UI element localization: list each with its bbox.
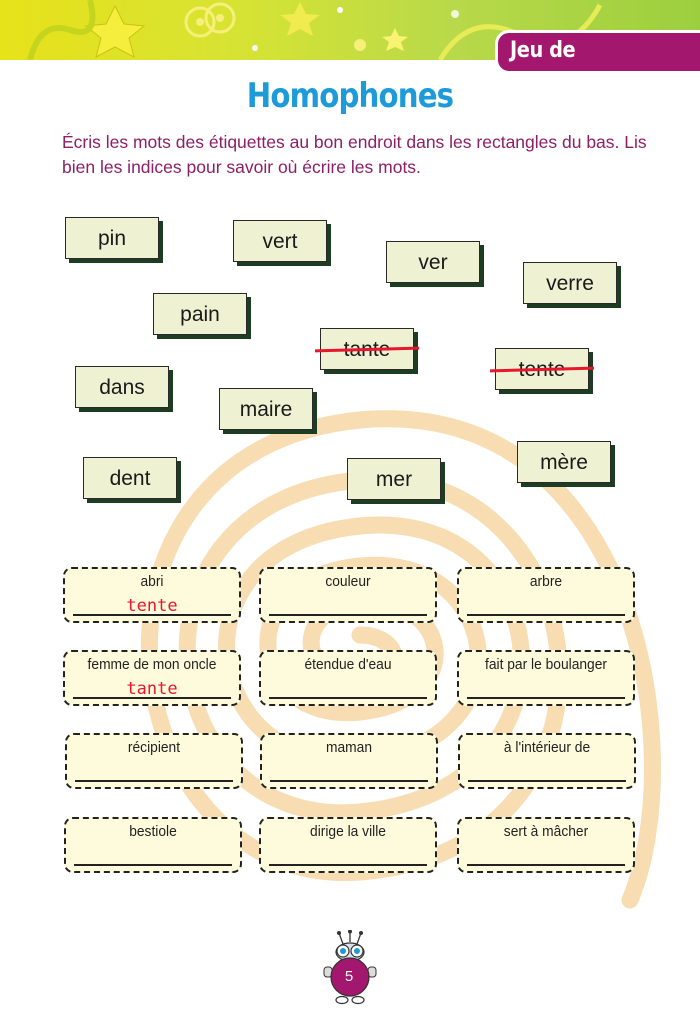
word-tag[interactable]: verre xyxy=(523,262,617,304)
answer-box[interactable]: arbre xyxy=(457,567,635,623)
word-tag[interactable]: maire xyxy=(219,388,313,430)
page-title: Homophones xyxy=(0,76,700,116)
word-tag-label: pain xyxy=(180,303,220,326)
answer-box-answer: tente xyxy=(126,596,178,616)
word-tag[interactable]: vert xyxy=(233,220,327,262)
answer-box[interactable]: couleur xyxy=(259,567,437,623)
word-tag[interactable]: ver xyxy=(386,241,480,283)
answer-line xyxy=(467,697,625,699)
answer-line xyxy=(467,864,625,866)
word-tag-label: maire xyxy=(239,398,293,421)
word-tag-label: dent xyxy=(109,467,151,490)
word-tag-label: verre xyxy=(546,272,594,295)
answer-box[interactable]: étendue d'eau xyxy=(259,650,437,706)
answer-box-clue: fait par le boulanger xyxy=(485,656,607,673)
answer-box[interactable]: bestiole xyxy=(64,817,242,873)
answer-box[interactable]: abri tente xyxy=(63,567,241,623)
section-tab-label: Jeu de Français xyxy=(510,38,598,97)
answer-line xyxy=(269,697,427,699)
answer-box-clue: maman xyxy=(325,739,373,756)
page-number: 5 xyxy=(344,968,354,985)
answer-box-clue: sert à mâcher xyxy=(503,823,589,840)
answer-line xyxy=(269,614,427,616)
answer-box-clue: étendue d'eau xyxy=(304,656,392,673)
answer-line xyxy=(467,614,625,616)
word-tag[interactable]: dans xyxy=(75,366,169,408)
section-tab xyxy=(495,30,700,74)
answer-box[interactable]: maman xyxy=(260,733,438,789)
answer-box[interactable]: dirige la ville xyxy=(259,817,437,873)
answer-line xyxy=(269,864,427,866)
answer-line xyxy=(74,864,232,866)
answer-box[interactable]: récipient xyxy=(65,733,243,789)
answer-box[interactable]: à l'intérieur de xyxy=(458,733,636,789)
word-tag[interactable]: dent xyxy=(83,457,177,499)
answer-box-clue: femme de mon oncle xyxy=(87,656,217,673)
word-tag-label: pin xyxy=(97,227,127,250)
answer-line xyxy=(468,780,626,782)
answer-line xyxy=(270,780,428,782)
word-tag[interactable]: mer xyxy=(347,458,441,500)
instructions: Écris les mots des étiquettes au bon end… xyxy=(62,132,647,177)
word-tag[interactable]: pain xyxy=(153,293,247,335)
answer-box-answer: tante xyxy=(126,679,178,699)
word-tag[interactable]: pin xyxy=(65,217,159,259)
word-tag-label: mer xyxy=(375,468,413,491)
answer-line xyxy=(75,780,233,782)
answer-line xyxy=(73,614,231,616)
word-tag-label: dans xyxy=(99,376,145,399)
page-title-text: Homophones xyxy=(246,76,454,116)
answer-box-clue: récipient xyxy=(127,739,181,756)
answer-box-clue: abri xyxy=(140,573,164,590)
answer-line xyxy=(73,697,231,699)
word-tag-label: vert xyxy=(262,230,298,253)
answer-box-clue: à l'intérieur de xyxy=(503,739,591,756)
answer-box-clue: dirige la ville xyxy=(310,823,386,840)
answer-box[interactable]: fait par le boulanger xyxy=(457,650,635,706)
word-tag[interactable]: mère xyxy=(517,441,611,483)
answer-box[interactable]: femme de mon oncle tante xyxy=(63,650,241,706)
cartoon-creature-icon xyxy=(323,930,377,1005)
word-tag-label: ver xyxy=(418,251,448,274)
answer-box-clue: bestiole xyxy=(129,823,177,840)
word-tag-crossed[interactable]: tante xyxy=(314,328,420,370)
word-tag-label: mère xyxy=(540,451,588,474)
answer-box[interactable]: sert à mâcher xyxy=(457,817,635,873)
answer-box-clue: couleur xyxy=(325,573,371,590)
answer-box-clue: arbre xyxy=(529,573,563,590)
word-tag-crossed[interactable]: tente xyxy=(489,348,595,390)
